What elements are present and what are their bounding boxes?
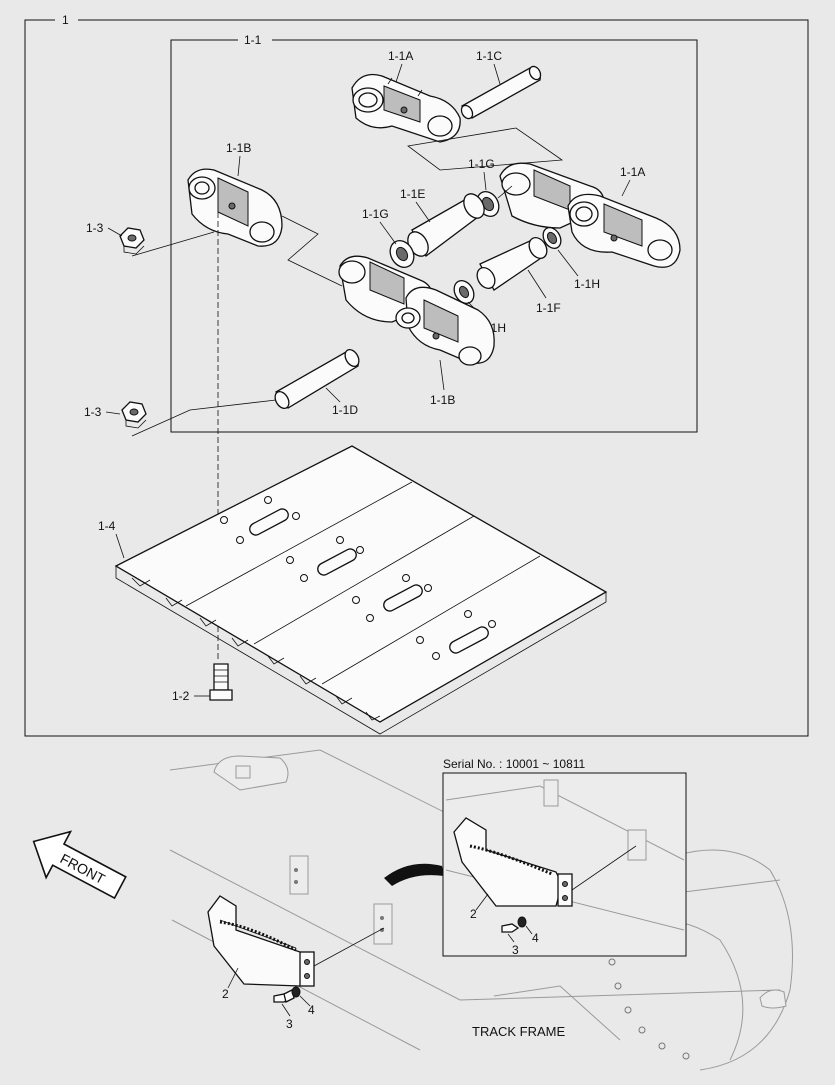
step-2-main xyxy=(207,895,315,987)
label-step-2-main: 2 xyxy=(222,987,229,1001)
pin-1-1D xyxy=(274,348,360,410)
seal-1-1H-mid xyxy=(453,280,475,304)
pin-1-1C xyxy=(460,65,542,120)
label-bolt-1-2: 1-2 xyxy=(172,689,190,703)
label-bushing-1-1F: 1-1F xyxy=(536,301,561,315)
label-bushing-1-1E: 1-1E xyxy=(400,187,425,201)
label-link-1-1A-top: 1-1A xyxy=(388,49,413,63)
label-assembly: 1 xyxy=(62,13,69,27)
sub-assembly-frame: 1-1 xyxy=(170,33,698,433)
bushing-1-1F xyxy=(476,237,548,291)
pointer-arrow-icon xyxy=(384,863,444,886)
label-bolt-3-main: 3 xyxy=(286,1017,293,1031)
washer-4-main xyxy=(291,986,301,998)
label-nut-1-3-upper: 1-3 xyxy=(86,221,104,235)
label-link-1-1A-right: 1-1A xyxy=(620,165,645,179)
step-2-inset xyxy=(453,817,573,907)
label-link-1-1B-top: 1-1B xyxy=(226,141,251,155)
link-1-1A-top xyxy=(351,73,461,143)
front-arrow-icon: FRONT xyxy=(32,830,127,900)
label-nut-1-3-lower: 1-3 xyxy=(84,405,102,419)
label-seal-1-1G-top: 1-1G xyxy=(468,157,495,171)
label-sub-assembly: 1-1 xyxy=(244,33,262,47)
nut-1-3-lower xyxy=(121,401,147,429)
label-pin-1-1D: 1-1D xyxy=(332,403,358,417)
bolt-3-inset xyxy=(501,923,520,933)
washer-4-inset xyxy=(517,916,527,928)
assembly-frame: 1 xyxy=(24,13,809,737)
track-frame-caption: TRACK FRAME xyxy=(472,1024,566,1039)
inset-title: Serial No. : 10001 ~ 10811 xyxy=(443,757,586,771)
label-washer-4-main: 4 xyxy=(308,1003,315,1017)
serial-inset: Serial No. : 10001 ~ 10811 2 3 4 xyxy=(442,757,687,957)
bolt-3-main xyxy=(273,989,295,1003)
label-bolt-3-inset: 3 xyxy=(512,943,519,957)
link-1-1B-bottom xyxy=(338,255,495,366)
seal-1-1G-left xyxy=(389,240,415,268)
label-seal-1-1G-left: 1-1G xyxy=(362,207,389,221)
label-step-2-inset: 2 xyxy=(470,907,477,921)
label-link-1-1B-bottom: 1-1B xyxy=(430,393,455,407)
nut-1-3-upper xyxy=(119,227,145,255)
link-1-1A-right xyxy=(499,162,681,268)
link-1-1B-top xyxy=(187,168,283,247)
label-pin-1-1C: 1-1C xyxy=(476,49,502,63)
label-seal-1-1H-right: 1-1H xyxy=(574,277,600,291)
label-track-shoe-1-4: 1-4 xyxy=(98,519,116,533)
track-shoe-1-4 xyxy=(114,445,608,735)
label-washer-4-inset: 4 xyxy=(532,931,539,945)
seal-1-1H-right xyxy=(542,227,562,249)
bolt-1-2 xyxy=(209,663,233,701)
